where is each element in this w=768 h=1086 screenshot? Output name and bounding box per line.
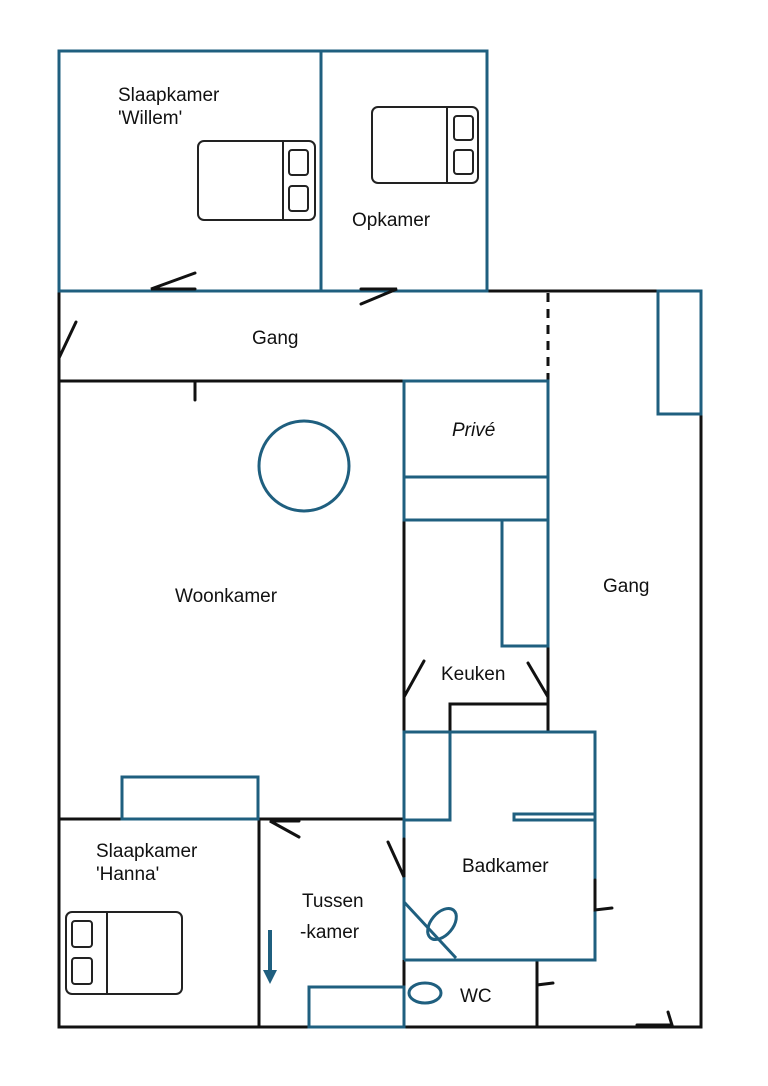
- room-label-willem-1: Slaapkamer: [118, 85, 220, 106]
- bathroom-partition: [404, 730, 452, 822]
- room-label-keuken: Keuken: [441, 664, 505, 685]
- door-swing-icon: [57, 271, 675, 1027]
- room-label-wc: WC: [460, 986, 492, 1007]
- woonkamer-cabinet: [120, 775, 260, 821]
- arrow-down-icon: [263, 930, 277, 984]
- bed-icon: [65, 911, 183, 995]
- sink-icon: [426, 907, 458, 941]
- bed-icon: [371, 106, 479, 184]
- room-label-badkamer: Badkamer: [462, 856, 549, 877]
- room-label-willem-2: 'Willem': [118, 108, 182, 129]
- round-table-icon: [257, 419, 351, 513]
- bathroom-corner: [402, 900, 458, 960]
- tussenkamer-cabinet: [307, 985, 406, 1029]
- bed-icon: [197, 140, 316, 221]
- room-label-gang-right: Gang: [603, 576, 649, 597]
- cupboard-right: [656, 289, 703, 416]
- kitchen-counter-side: [500, 518, 550, 648]
- kitchen-counter: [402, 475, 550, 522]
- room-label-gang-top: Gang: [252, 328, 298, 349]
- room-label-prive: Privé: [452, 420, 495, 441]
- fixtures: [57, 49, 703, 1029]
- room-outline-opkamer: [319, 49, 489, 293]
- room-label-hanna-1: Slaapkamer: [96, 841, 198, 862]
- room-label-tussenkamer-2: -kamer: [300, 922, 360, 943]
- room-label-woonkamer: Woonkamer: [175, 586, 278, 607]
- room-label-hanna-2: 'Hanna': [96, 864, 159, 885]
- toilet-icon: [407, 981, 443, 1005]
- bathroom-outline: [402, 730, 597, 962]
- room-label-tussenkamer-1: Tussen: [302, 891, 364, 912]
- bathroom-shelf: [512, 812, 597, 822]
- room-label-opkamer: Opkamer: [352, 210, 431, 231]
